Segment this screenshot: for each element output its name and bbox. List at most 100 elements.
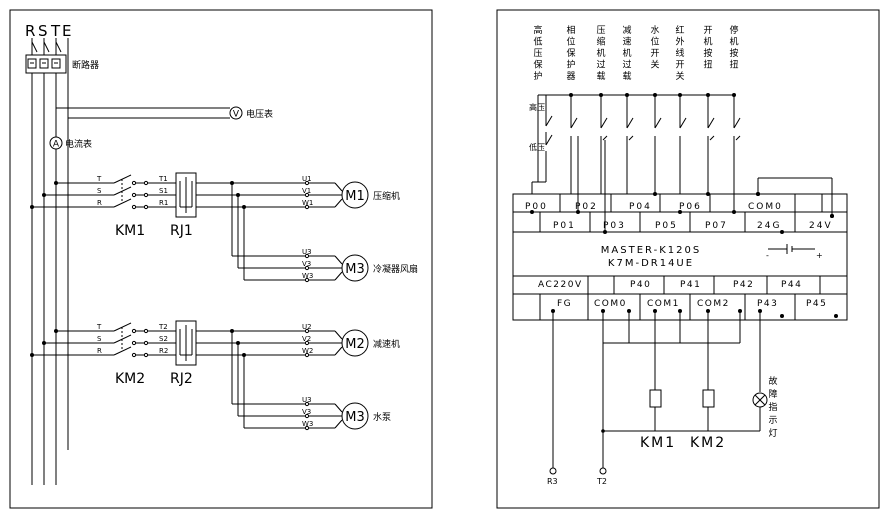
input-label-5-char-2: 线 (675, 47, 684, 59)
plc-terminal-p01: P01 (553, 221, 576, 231)
motor-a-icon-2 (341, 329, 369, 357)
fault-lamp-label-char-0: 故 (768, 375, 777, 387)
motor-b-symbol-1: M3 (345, 262, 365, 277)
input-label-5-char-0: 红 (675, 24, 684, 36)
terminal-r3-icon (549, 467, 557, 475)
relay-label-2-0: T2 (158, 323, 168, 331)
motor-b-term-1-0: U3 (302, 248, 312, 256)
plc-model-2: K7M-DR14UE (608, 258, 694, 269)
plc-terminal-b2-1: COM0 (594, 299, 627, 309)
motor-a-label-1: 压缩机 (373, 190, 400, 202)
motor-a-term-1-0: U1 (302, 175, 312, 183)
thermal-relay-label-2: RJ2 (170, 371, 193, 387)
motor-a-term-2-0: U2 (302, 323, 312, 331)
svg-text:+: + (816, 251, 823, 260)
input-label-2-char-0: 压 (596, 25, 605, 36)
svg-text:-: - (766, 251, 769, 260)
plc-terminal-p06: P06 (679, 202, 702, 212)
input-label-4-char-3: 关 (650, 59, 659, 71)
plc-terminal-com0: COM0 (748, 202, 783, 212)
motor-a-icon-1 (341, 181, 369, 209)
voltmeter-icon (229, 106, 243, 120)
input-label-6-char-0: 开 (703, 25, 712, 36)
motor-b-label-1: 冷凝器风扇 (373, 263, 418, 275)
input-label-1-char-0: 相 (566, 24, 575, 36)
phase-label-1-2: R (97, 199, 102, 207)
voltmeter-label: 电压表 (246, 108, 273, 120)
plc-terminal-p05: P05 (655, 221, 678, 231)
coil-label-km2: KM2 (690, 435, 726, 451)
contactor-label-2: KM2 (115, 371, 145, 387)
coil-km2 (702, 389, 715, 408)
plc-terminal-b1-0: AC220V (538, 280, 583, 290)
coil-label-km1: KM1 (640, 435, 676, 451)
left-power-circuit: R S T E 断路器 V 电压表 (25, 22, 418, 485)
plc-terminal-b2-4: P43 (757, 299, 778, 309)
input-label-3-char-0: 减 (622, 24, 631, 36)
input-label-3-char-3: 过 (622, 59, 631, 71)
input-label-4-char-2: 开 (650, 48, 659, 59)
input-label-0-char-0: 高 (533, 24, 542, 36)
plc-terminal-p00: P00 (525, 202, 548, 212)
plc-terminal-p07: P07 (705, 221, 728, 231)
plc-terminal-b1-2: P41 (680, 280, 701, 290)
plc-terminal-p03: P03 (603, 221, 626, 231)
relay-label-1-1: S1 (159, 187, 168, 195)
ammeter-icon (49, 136, 63, 150)
motor-a-symbol-2: M2 (345, 337, 365, 352)
thermal-relay-label-1: RJ1 (170, 223, 193, 239)
left-panel-frame (9, 9, 433, 509)
relay-label-1-0: T1 (158, 175, 168, 183)
input-label-3-char-4: 载 (622, 70, 631, 82)
phase-label-2-2: R (97, 347, 102, 355)
contactor-label-1: KM1 (115, 223, 145, 239)
input-label-5-char-4: 关 (675, 70, 684, 82)
plc-model-1: MASTER-K120S (601, 245, 701, 256)
phase-label-1-1: S (97, 187, 102, 195)
coil-km1 (649, 389, 662, 408)
input-label-2-char-2: 机 (596, 47, 605, 59)
plc-terminal-b2-0: FG (557, 299, 572, 309)
input-label-2-char-1: 缩 (596, 36, 605, 48)
plc-terminal-24g: 24G (757, 221, 781, 231)
terminal-t2-icon (599, 467, 607, 475)
plc-terminal-p02: P02 (575, 202, 598, 212)
plc-output-wiring (549, 311, 768, 475)
input-label-3-char-1: 速 (622, 37, 631, 48)
motor-a-symbol-1: M1 (345, 189, 365, 204)
plc-terminal-b1-3: P42 (733, 280, 754, 290)
relay-label-2-2: R2 (159, 347, 168, 355)
relay-label-2-1: S2 (159, 335, 168, 343)
motor-b-term-1-1: V3 (302, 260, 311, 268)
phase-label-2-0: T (96, 323, 102, 331)
input-label-0-char-4: 护 (533, 70, 542, 82)
plc-terminal-b1-1: P40 (630, 280, 651, 290)
input-label-7-char-3: 扭 (729, 59, 738, 71)
ammeter-label: 电流表 (65, 138, 92, 150)
phase-label-1-0: T (96, 175, 102, 183)
plc-terminal-p04: P04 (629, 202, 652, 212)
ammeter-symbol: A (53, 140, 60, 150)
motor-a-term-1-2: W1 (302, 199, 313, 207)
fault-lamp-label-char-4: 灯 (768, 428, 777, 439)
right-panel-frame (496, 9, 880, 509)
plc-terminal-24v: 24V (809, 221, 833, 231)
supply-label-t: T (50, 22, 61, 40)
phase-label-2-1: S (97, 335, 102, 343)
terminal-label-r3: R3 (547, 477, 558, 486)
plc-terminal-b1-4: P44 (781, 280, 802, 290)
relay-label-1-2: R1 (159, 199, 168, 207)
input-label-1-char-2: 保 (566, 47, 575, 59)
input-label-0-char-1: 低 (533, 36, 542, 48)
motor-b-term-2-2: W3 (302, 420, 313, 428)
supply-label-e: E (62, 22, 71, 40)
supply-label-s: S (38, 22, 48, 40)
motor-b-icon-1 (341, 254, 369, 282)
